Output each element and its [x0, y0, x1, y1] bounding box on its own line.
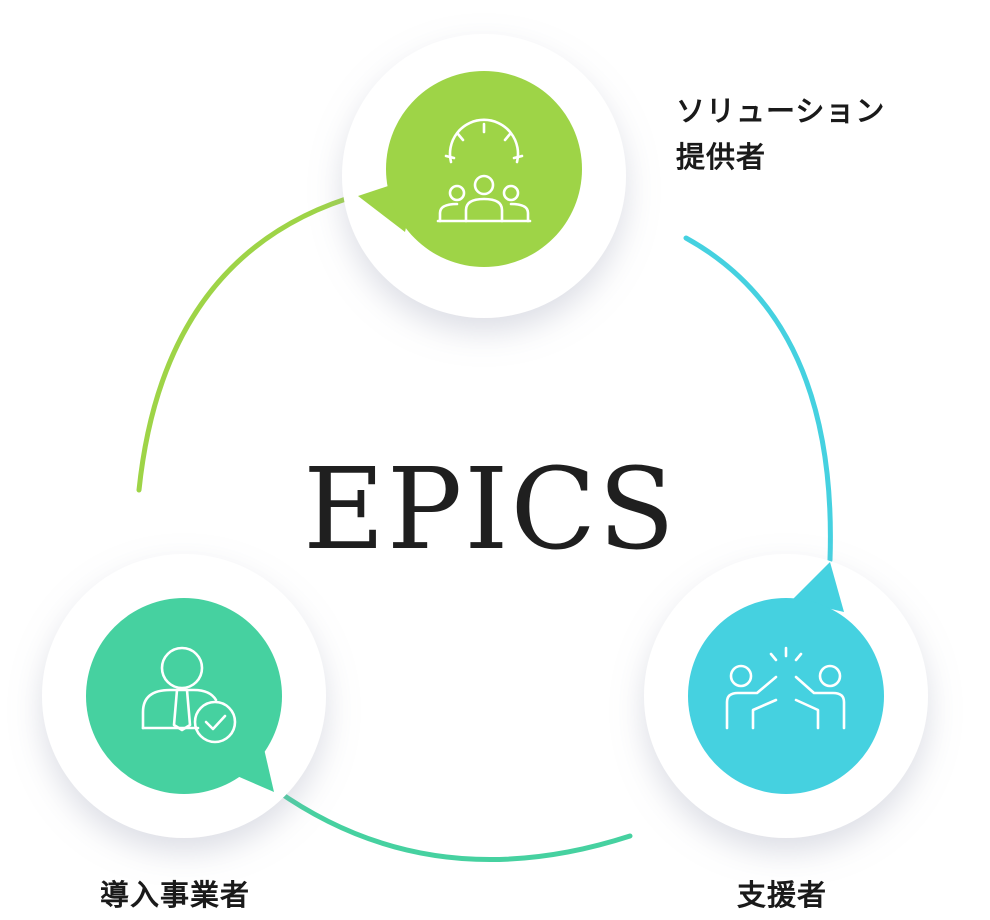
arc-solution-to-intro [136, 191, 365, 493]
high-five-icon [725, 646, 846, 730]
label-solution-provider-line-1: ソリューション [676, 94, 886, 128]
node-supporter [644, 554, 928, 838]
person-check-icon [141, 646, 237, 744]
arc-intro-to-support [273, 787, 633, 862]
node-solution-provider [342, 34, 626, 318]
node-introducing-business [42, 554, 326, 838]
label-solution-provider-line-2: 提供者 [676, 140, 767, 174]
gear-team-icon [436, 118, 532, 223]
arc-support-to-solution [683, 235, 833, 563]
label-solution-provider: ソリューション 提供者 [676, 88, 885, 180]
label-supporter: 支援者 [737, 878, 828, 912]
label-introducing-business: 導入事業者 [100, 878, 251, 912]
center-title: EPICS [303, 445, 677, 575]
